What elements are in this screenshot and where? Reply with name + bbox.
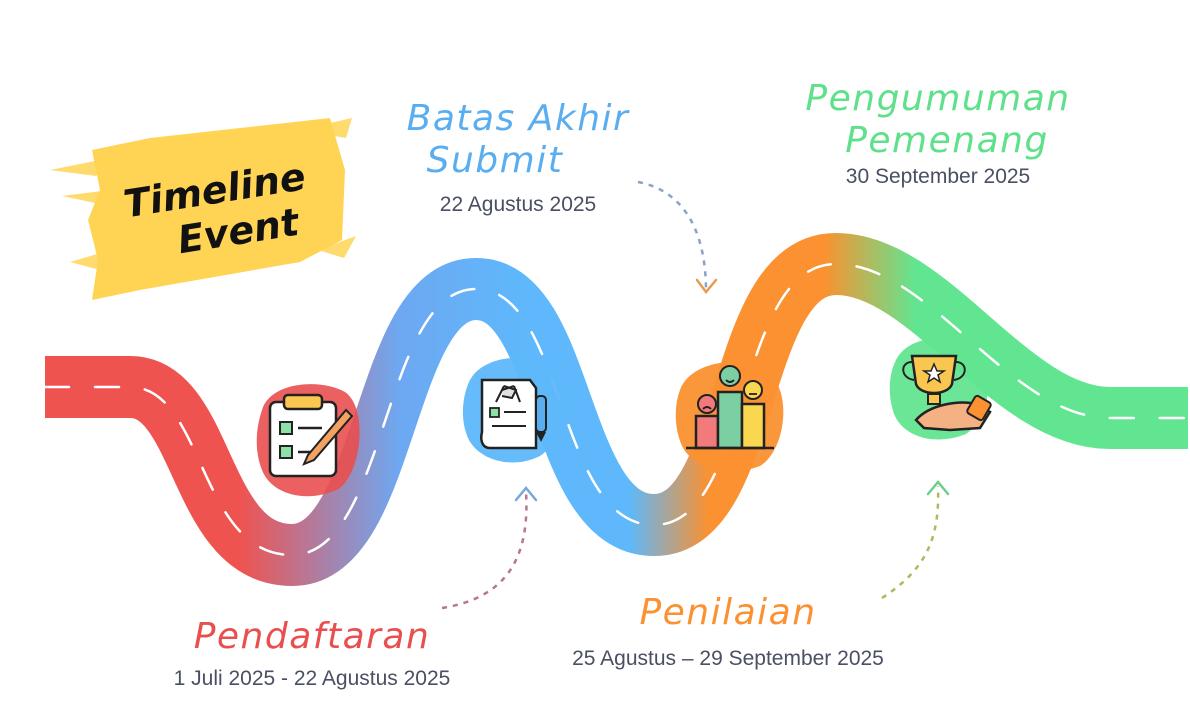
rating-podium-faces-icon (675, 361, 784, 472)
milestone-date: 25 Agustus – 29 September 2025 (572, 647, 884, 670)
timeline-badge (50, 118, 356, 300)
milestone-title-line-1: Pengumuman (805, 78, 1071, 119)
trophy-hand-icon (889, 338, 992, 440)
arrow-penilaian (881, 480, 950, 600)
milestone-date: 1 Juli 2025 - 22 Agustus 2025 (173, 667, 451, 690)
milestone-penilaian: Penilaian 25 Agustus – 29 September 2025 (548, 592, 908, 672)
milestone-title: Pendaftaran (193, 616, 431, 657)
milestone-date: 22 Agustus 2025 (439, 193, 597, 216)
milestone-title-line-2: Submit (426, 140, 564, 181)
milestone-date: 30 September 2025 (845, 165, 1031, 188)
document-flags-pen-icon (462, 357, 563, 463)
milestone-pengumuman: Pengumuman Pemenang 30 September 2025 (790, 78, 1086, 190)
milestone-pendaftaran: Pendaftaran 1 Juli 2025 - 22 Agustus 202… (140, 616, 484, 692)
road-center-dashes (43, 262, 1190, 557)
milestone-title-line-2: Pemenang (845, 120, 1049, 161)
milestone-title-line-1: Batas Akhir (406, 98, 630, 139)
milestone-batas-akhir: Batas Akhir Submit 22 Agustus 2025 (380, 98, 656, 218)
arrow-batas-akhir (637, 180, 718, 295)
arrow-pendaftaran (441, 486, 538, 610)
milestone-title: Penilaian (639, 592, 817, 633)
clipboard-checklist-icon (256, 384, 360, 497)
